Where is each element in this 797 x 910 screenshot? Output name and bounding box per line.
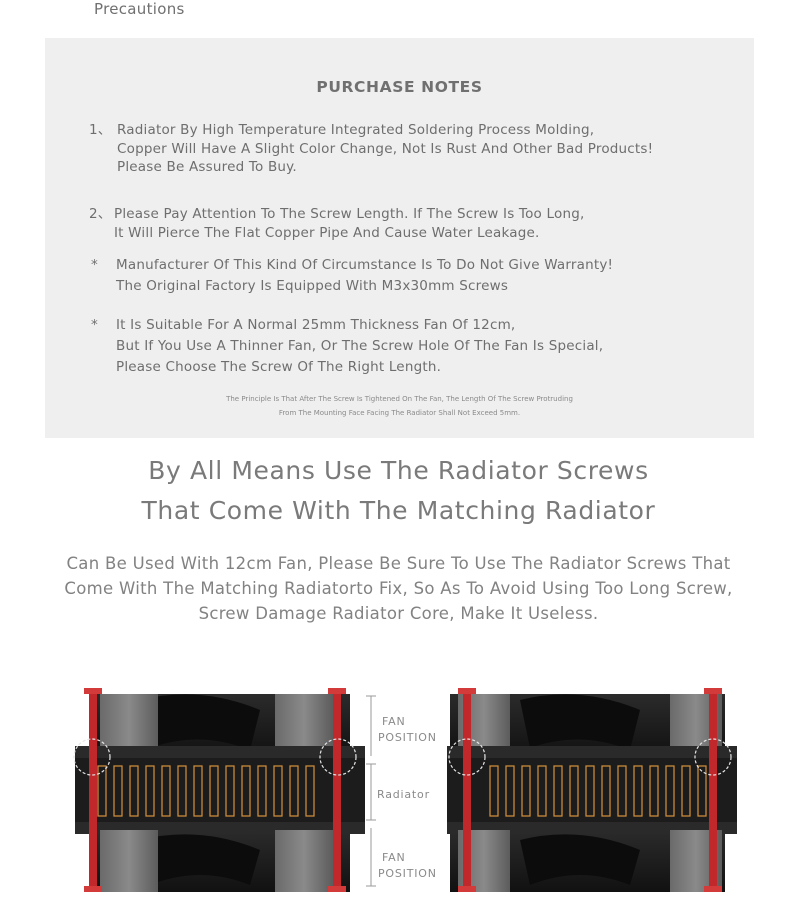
note-line: It Will Pierce The Flat Copper Pipe And … <box>114 224 540 241</box>
footnote-line: The Principle Is That After The Screw Is… <box>226 395 573 403</box>
screw <box>328 688 346 892</box>
note-line: Please Choose The Screw Of The Right Len… <box>116 359 442 375</box>
highlight-circle <box>694 738 732 776</box>
highlight-circle <box>319 738 357 776</box>
side-labels: FAN POSITION Radiator FAN POSITION <box>366 695 437 887</box>
footnote-line: From The Mounting Face Facing The Radiat… <box>278 409 521 417</box>
note-line: Radiator By High Temperature Integrated … <box>117 122 595 138</box>
fan-corner <box>100 830 158 892</box>
note-marker: 2、 <box>89 206 112 222</box>
description-line: Screw Damage Radiator Core, Make It Usel… <box>198 604 599 623</box>
fan-position-label: POSITION <box>378 731 437 744</box>
purchase-notes-panel: PURCHASE NOTES 1、 Radiator By High Tempe… <box>45 38 754 438</box>
headline-line: By All Means Use The Radiator Screws <box>148 456 649 485</box>
fan-blade <box>520 834 640 885</box>
screw <box>458 688 476 892</box>
radiator-top-plate <box>447 746 737 758</box>
screw <box>704 688 722 892</box>
description-line: Can Be Used With 12cm Fan, Please Be Sur… <box>66 554 731 573</box>
fan-position-label: FAN <box>382 715 405 728</box>
purchase-notes-title: PURCHASE NOTES <box>316 78 483 96</box>
radiator-label: Radiator <box>377 788 430 801</box>
section-title: Precautions <box>94 0 185 18</box>
note-line: But If You Use A Thinner Fan, Or The Scr… <box>116 338 604 354</box>
note-marker: * <box>91 257 98 273</box>
note-marker: * <box>91 317 98 333</box>
headline-line: That Come With The Matching Radiator <box>141 496 656 525</box>
note-line: Please Be Assured To Buy. <box>117 159 297 175</box>
note-line: It Is Suitable For A Normal 25mm Thickne… <box>116 317 516 333</box>
radiator-top-plate <box>75 746 365 758</box>
note-line: The Original Factory Is Equipped With M3… <box>116 278 509 294</box>
fan-position-label: FAN <box>382 851 405 864</box>
fan-blade <box>140 694 260 750</box>
note-marker: 1、 <box>89 122 112 138</box>
fan-corner <box>100 694 158 756</box>
highlight-circle <box>448 738 486 776</box>
right-radiator-assembly <box>447 688 737 892</box>
note-line: Manufacturer Of This Kind Of Circumstanc… <box>116 257 614 273</box>
description-line: Come With The Matching Radiatorto Fix, S… <box>64 579 733 598</box>
left-radiator-assembly <box>73 688 365 892</box>
radiator-fins <box>97 765 315 817</box>
radiator-diagram: FAN POSITION Radiator FAN POSITION <box>0 680 797 906</box>
note-line: Please Pay Attention To The Screw Length… <box>114 206 585 222</box>
fan-corner <box>275 830 333 892</box>
radiator-fins <box>489 765 707 817</box>
screw <box>84 688 102 892</box>
fan-position-label: POSITION <box>378 867 437 880</box>
note-line: Copper Will Have A Slight Color Change, … <box>117 140 654 157</box>
fan-blade <box>520 694 640 750</box>
radiator-core <box>447 758 737 822</box>
fan-blade <box>140 834 260 885</box>
radiator-core <box>75 758 365 822</box>
highlight-circle <box>73 738 111 776</box>
